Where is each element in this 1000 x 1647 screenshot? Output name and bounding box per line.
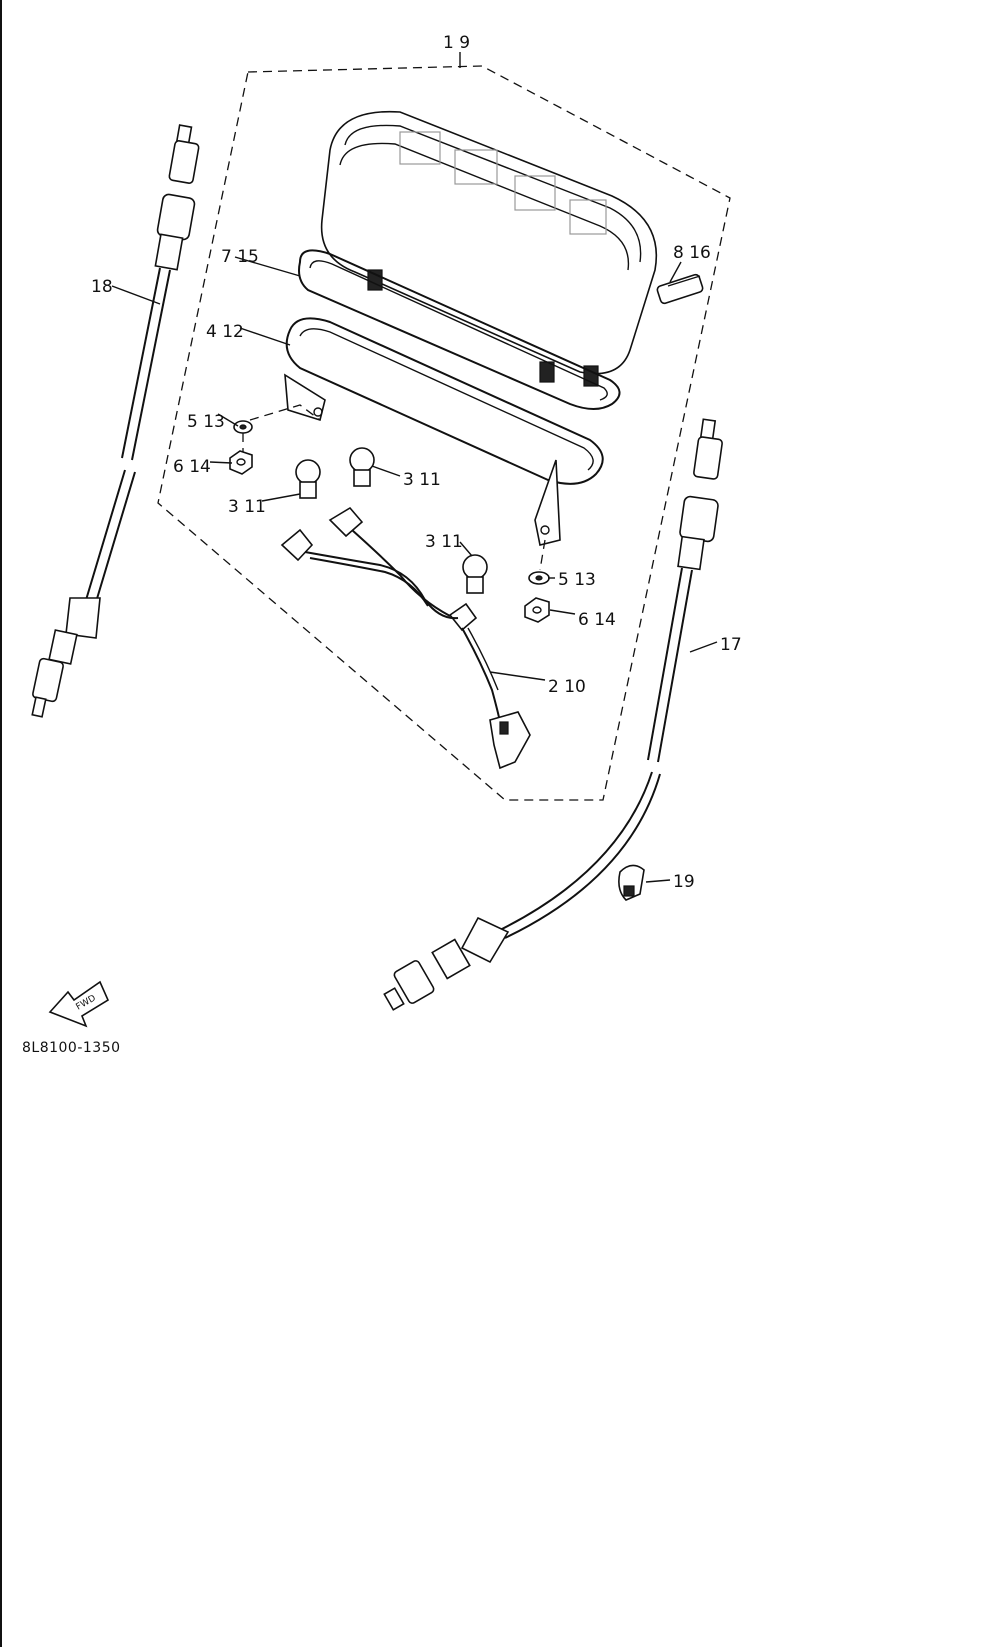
label-washer-left: 5 13 (187, 412, 225, 432)
label-washer-right: 5 13 (558, 570, 596, 590)
label-bulb-a: 3 11 (228, 497, 266, 517)
fwd-arrow-icon: FWD (48, 980, 110, 1028)
assembly-boundary (157, 52, 731, 801)
washer-left (233, 420, 253, 434)
label-nut-right: 6 14 (578, 610, 616, 630)
label-cable-right: 17 (720, 635, 742, 655)
label-clamp: 19 (673, 872, 695, 892)
cable-left (31, 124, 200, 718)
wire-harness (280, 506, 531, 770)
label-nut-left: 6 14 (173, 457, 211, 477)
label-cable-left: 18 (91, 277, 113, 297)
meter-knob (656, 273, 704, 305)
cable-right (383, 418, 723, 1011)
bulb-c (462, 554, 488, 594)
bulb-a (295, 459, 321, 499)
gasket-lower (284, 317, 604, 546)
washer-right (528, 571, 550, 585)
label-harness: 2 10 (548, 677, 586, 697)
gasket-upper (298, 249, 621, 410)
nut-left (229, 450, 253, 475)
meter-housing (320, 110, 658, 387)
label-bulb-b: 3 11 (403, 470, 441, 490)
leader-lines (111, 256, 718, 883)
label-gasket-lower: 4 12 (206, 322, 244, 342)
nut-right (524, 597, 550, 623)
diagram-code: 8L8100-1350 (22, 1040, 121, 1056)
clamp (618, 864, 645, 901)
label-assembly: 1 9 (443, 33, 470, 53)
bulb-b (349, 447, 375, 487)
label-bulb-c: 3 11 (425, 532, 463, 552)
label-gasket-upper: 7 15 (221, 247, 259, 267)
label-meter-knob: 8 16 (673, 243, 711, 263)
